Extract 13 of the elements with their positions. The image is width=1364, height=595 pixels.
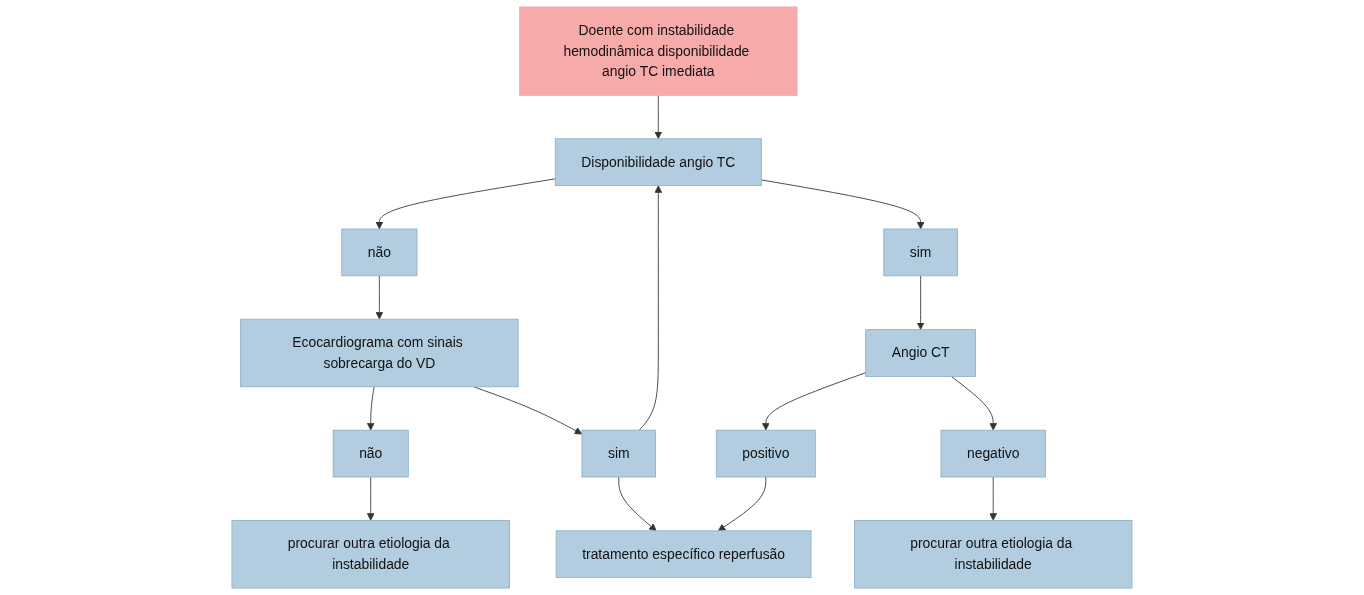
node-box: não bbox=[332, 429, 409, 478]
node-box: sim bbox=[883, 228, 958, 277]
node-box: positivo bbox=[715, 429, 816, 478]
node-box: Angio CT bbox=[865, 329, 977, 377]
node-box: tratamento específico reperfusão bbox=[555, 530, 812, 579]
node-box: procurar outra etiologia da instabilidade bbox=[854, 519, 1133, 589]
node-box: Disponibilidade angio TC bbox=[554, 138, 762, 187]
node-box: sim bbox=[581, 429, 657, 478]
node-box: Ecocardiograma com sinais sobrecarga do VD bbox=[240, 318, 519, 388]
node-box: não bbox=[341, 228, 418, 277]
node-box: negativo bbox=[940, 429, 1046, 478]
node-box: procurar outra etiologia da instabilidade bbox=[231, 519, 510, 589]
node-box: Doente com instabilidade hemodinâmica disponibilidade angio TC imediata bbox=[519, 6, 798, 96]
